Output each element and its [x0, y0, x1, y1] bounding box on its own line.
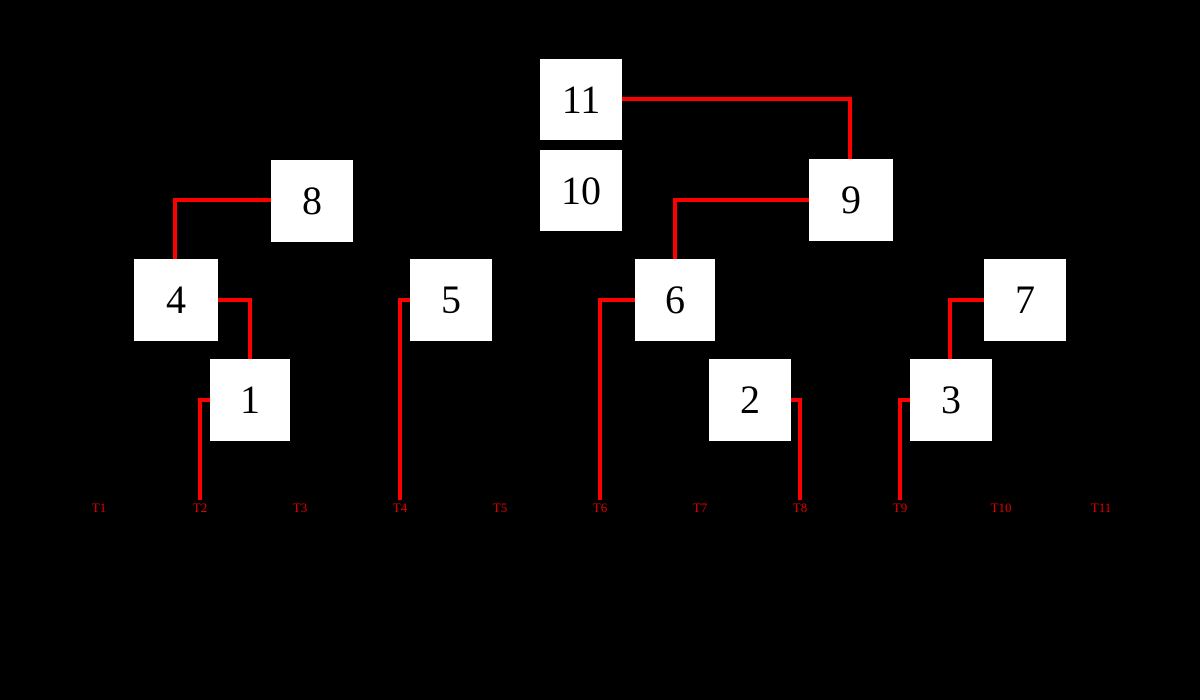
- axis-tick-T11: T11: [1090, 500, 1112, 515]
- edge-7-to-3: [948, 298, 984, 359]
- edge-9-to-6: [673, 198, 809, 259]
- node-box-11[interactable]: 11: [540, 59, 622, 140]
- node-box-5[interactable]: 5: [410, 259, 492, 341]
- node-box-8[interactable]: 8: [271, 160, 353, 242]
- edge-3-to-T9: [898, 398, 910, 500]
- axis-tick-T1: T1: [91, 500, 107, 515]
- axis-tick-T6: T6: [592, 500, 608, 515]
- edge-11-to-9: [622, 97, 852, 159]
- edge-6-to-T6: [598, 298, 635, 500]
- node-box-6[interactable]: 6: [635, 259, 715, 341]
- edge-1-to-T2: [198, 398, 210, 500]
- node-box-7[interactable]: 7: [984, 259, 1066, 341]
- node-box-4[interactable]: 4: [134, 259, 218, 341]
- edge-8-to-4: [173, 198, 271, 259]
- axis-tick-T3: T3: [292, 500, 308, 515]
- node-box-10[interactable]: 10: [540, 150, 622, 231]
- axis-tick-T4: T4: [392, 500, 408, 515]
- edge-4-to-1: [218, 298, 252, 359]
- axis-tick-T9: T9: [892, 500, 908, 515]
- node-box-2[interactable]: 2: [709, 359, 791, 441]
- axis-tick-T8: T8: [792, 500, 808, 515]
- axis-tick-T7: T7: [692, 500, 708, 515]
- edge-2-to-T8: [791, 398, 802, 500]
- node-box-1[interactable]: 1: [210, 359, 290, 441]
- edges-group: [173, 97, 984, 500]
- axis-tick-T2: T2: [192, 500, 208, 515]
- node-box-3[interactable]: 3: [910, 359, 992, 441]
- axis-tick-T10: T10: [990, 500, 1012, 515]
- edge-5-to-T4: [398, 298, 410, 500]
- axis-tick-T5: T5: [492, 500, 508, 515]
- node-box-9[interactable]: 9: [809, 159, 893, 241]
